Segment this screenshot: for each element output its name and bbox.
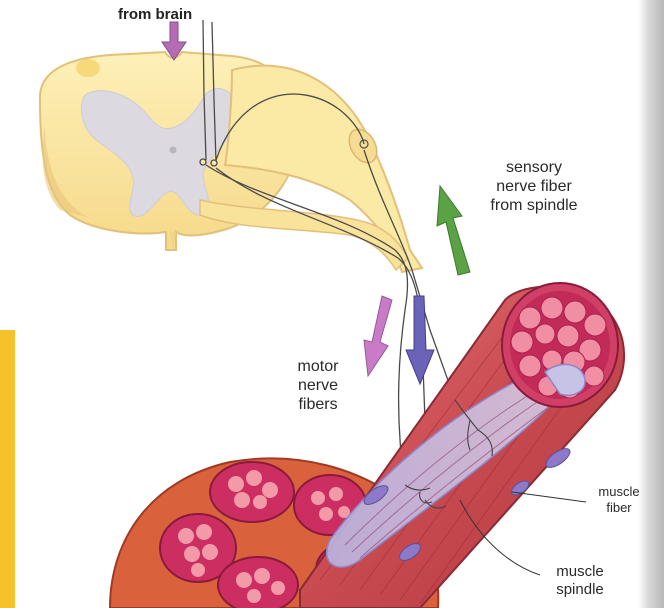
- muscle-spindle-label: muscle spindle: [538, 563, 622, 599]
- motor-label-line: motor: [278, 357, 358, 376]
- muscle-bundle: [300, 283, 624, 608]
- muscle-fiber-label-line: fiber: [584, 500, 654, 516]
- motor-arrow-pink: [364, 296, 392, 376]
- sensory-label-line: from spindle: [464, 196, 604, 215]
- muscle-spindle-label-line: muscle: [538, 563, 622, 581]
- sensory-label-line: sensory: [464, 158, 604, 177]
- from-brain-label: from brain: [118, 6, 192, 24]
- motor-arrow-blue: [406, 296, 434, 384]
- muscle-fiber-label-line: muscle: [584, 484, 654, 500]
- motor-fibers-label: motor nerve fibers: [278, 357, 358, 415]
- sensory-fiber-label: sensory nerve fiber from spindle: [464, 158, 604, 216]
- page-binding-shadow: [638, 0, 664, 608]
- muscle-spindle-label-line: spindle: [538, 581, 622, 599]
- sensory-label-line: nerve fiber: [464, 177, 604, 196]
- motor-label-line: nerve: [278, 376, 358, 395]
- muscle-fiber-label: muscle fiber: [584, 484, 654, 515]
- motor-label-line: fibers: [278, 395, 358, 414]
